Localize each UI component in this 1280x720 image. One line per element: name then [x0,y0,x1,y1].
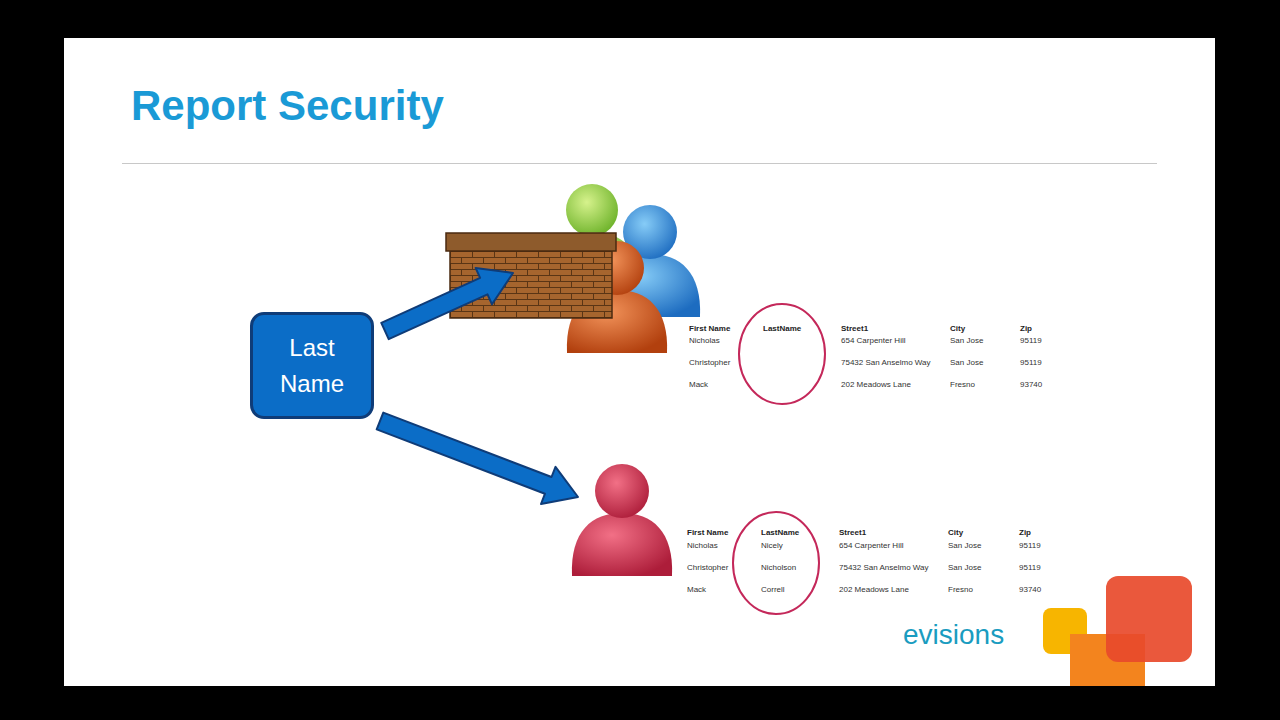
table-cell: 93740 [1020,380,1042,390]
table-cell: 75432 San Anselmo Way [841,358,931,368]
slide-background [64,38,1215,686]
table-cell: Christopher [689,358,730,368]
user-head [595,464,649,518]
title-rule [122,163,1157,164]
table-cell: 95119 [1019,541,1041,551]
table-header: Street1 [841,324,868,334]
table-header: Zip [1020,324,1032,334]
slide-title: Report Security [131,82,444,130]
table-header: Street1 [839,528,866,538]
logo-mark [1043,576,1192,686]
firewall-icon [446,233,616,318]
table-header: LastName [761,528,799,538]
table-cell: San Jose [950,358,983,368]
table-cell: 95119 [1019,563,1041,573]
table-cell: Mack [687,585,706,595]
wall-cap [446,233,616,251]
table-header: First Name [689,324,730,334]
field-name: Last Name [267,330,357,402]
user-head [566,184,618,236]
table-cell: 95119 [1020,336,1042,346]
table-cell: 202 Meadows Lane [839,585,909,595]
block-arrow [381,268,513,339]
table-header: City [950,324,965,334]
logo-square [1106,576,1192,662]
table-cell: Christopher [687,563,728,573]
table-cell: Mack [689,380,708,390]
table-cell: San Jose [948,563,981,573]
highlight-ellipse [733,512,819,614]
table-cell: 654 Carpenter Hill [841,336,905,346]
field-box: Last Name [250,312,374,419]
table-cell: Nicholas [687,541,718,551]
user-body [572,513,672,576]
highlight-ellipse [739,304,825,404]
logo-text: evisions [903,618,1004,652]
block-arrow [377,413,578,504]
table-header: Zip [1019,528,1031,538]
user-icon [572,464,672,576]
table-cell: Nicely [761,541,783,551]
table-cell: San Jose [950,336,983,346]
table-cell: Correll [761,585,785,595]
table-cell: Fresno [950,380,975,390]
table-cell: 654 Carpenter Hill [839,541,903,551]
table-cell: San Jose [948,541,981,551]
table-header: LastName [763,324,801,334]
table-cell: Fresno [948,585,973,595]
table-header: First Name [687,528,728,538]
table-cell: 93740 [1019,585,1041,595]
table-cell: Nicholson [761,563,796,573]
table-cell: 202 Meadows Lane [841,380,911,390]
table-cell: Nicholas [689,336,720,346]
table-cell: 75432 San Anselmo Way [839,563,929,573]
table-header: City [948,528,963,538]
table-cell: 95119 [1020,358,1042,368]
